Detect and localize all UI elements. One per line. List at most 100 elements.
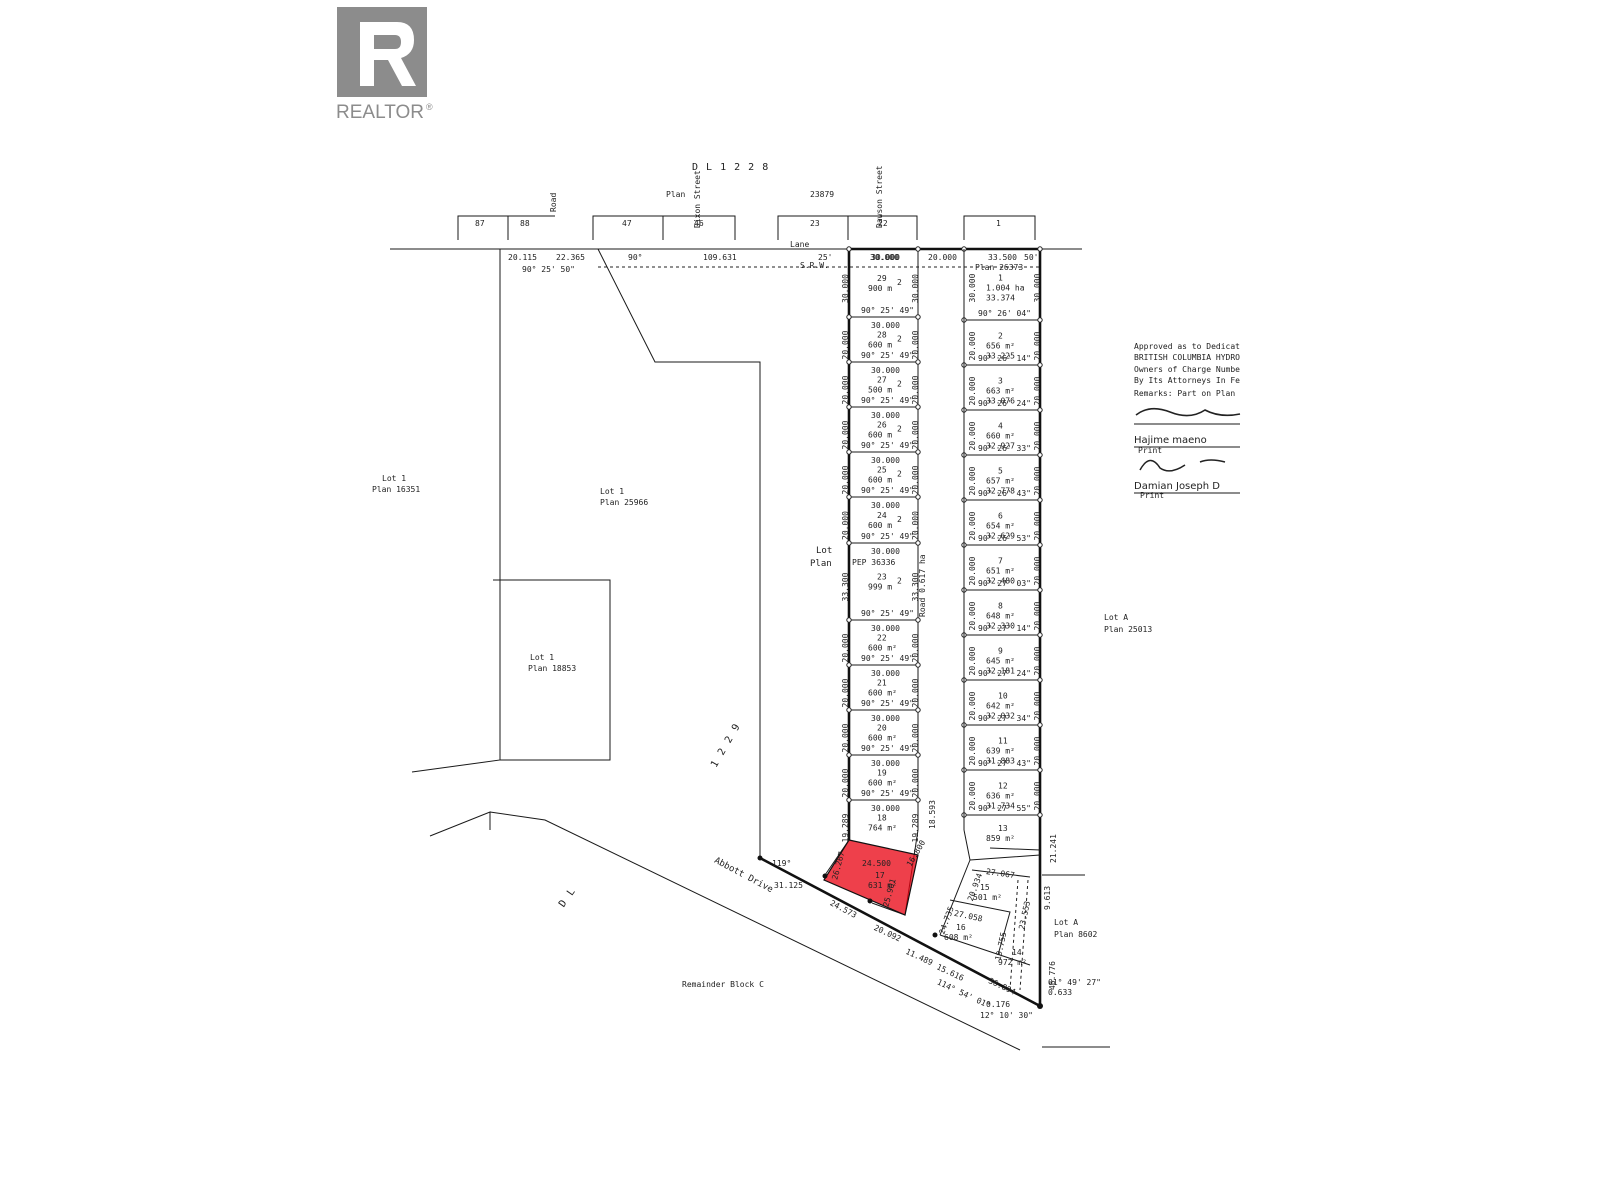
lot-1-area: 1.004 ha [986,284,1025,293]
lot-11-number: 11 [998,737,1008,746]
lot-9-depth: 32.181 [986,667,1015,676]
lot-20-number: 20 [877,724,887,733]
lot-22-side-dim: 20.000 [841,633,850,662]
dim-0176: 0.176 [986,1000,1010,1009]
approval-line-2: BRITISH COLUMBIA HYDRO [1134,353,1240,362]
dim-24735: 24.735 [937,905,955,935]
lotA-plan8602-line2: Plan 8602 [1054,930,1098,939]
lot-12-number: 12 [998,782,1008,791]
lot-24-area-sup: 2 [897,515,902,524]
lot-10-area: 642 m² [986,702,1015,711]
lot-plan-label-1: Lot [816,546,832,556]
lot-12-side-dim: 20.000 [968,781,977,810]
lot1-plan25966-line1: Lot 1 [600,487,624,496]
angle-114: 114° 54' 01" [936,978,992,1011]
lot-7-bearing: 90° 27' 03" [978,579,1031,588]
dim-21241: 21.241 [1049,834,1058,863]
survey-marker [1037,452,1043,458]
lot-24-bearing: 90° 25' 49" [861,532,914,541]
lot-10-bearing: 90° 27' 34" [978,714,1031,723]
lot-27-bearing: 90° 25' 49" [861,396,914,405]
lot-6-number: 6 [998,512,1003,521]
lot-6-bearing: 90° 26' 53" [978,534,1031,543]
highlighted-lot-17[interactable] [823,839,919,916]
lot-23-area-sup: 2 [897,577,902,586]
lot-24-number: 24 [877,511,887,520]
lot-21-number: 21 [877,679,887,688]
lot-7-area: 651 m² [986,567,1015,576]
lot-18-side-dim-east: 19.289 [911,813,920,842]
lot-5-side-dim: 20.000 [968,466,977,495]
lot-3-area: 663 m² [986,387,1015,396]
lot-28-area: 600 m [868,341,892,350]
lot-25-area: 600 m [868,476,892,485]
lot-18-area: 764 m² [868,824,897,833]
survey-marker [915,707,921,713]
road-0617ha-label: Road 0.617 ha [918,554,927,617]
lot-2-bearing: 90° 26' 14" [978,354,1031,363]
lot-10-number: 10 [998,692,1008,701]
registered-mark: ® [426,102,433,112]
lot-2-depth: 33.225 [986,352,1015,361]
survey-marker [915,540,921,546]
lot-27-frontage: 30.000 [871,366,900,375]
lot-13-number: 13 [998,824,1008,833]
realtor-logo[interactable]: REALTOR ® [336,7,433,123]
lot-18-number: 18 [877,814,887,823]
survey-marker [846,797,852,803]
lot-5-depth: 32.778 [986,487,1015,496]
lot-28-frontage: 30.000 [871,321,900,330]
lot-29-bearing: 90° 25' 49" [861,306,914,315]
survey-marker [1037,246,1043,252]
angle-90: 90° [628,253,642,262]
dim-18593: 18.593 [928,800,937,829]
top-lot-88: 88 [520,219,530,228]
dim-109631: 109.631 [703,253,737,262]
top-lot-1: 1 [996,219,1001,228]
lot-4-area: 660 m² [986,432,1015,441]
lotA-plan25013-line1: Lot A [1104,613,1128,622]
srw-label: S.R.W. [800,261,829,270]
lot-8-number: 8 [998,602,1003,611]
dawson-street-label: Dawson Street [875,165,884,228]
lot-3-depth: 33.076 [986,397,1015,406]
lot15-number: 15 [980,883,990,892]
survey-marker [846,617,852,623]
survey-marker [846,404,852,410]
survey-marker [1037,407,1043,413]
lot-27-side-dim-east: 20.000 [911,375,920,404]
dim-20000-top: 20.000 [928,253,957,262]
lot-13-area: 859 m² [986,834,1015,843]
dim-22365: 22.365 [556,253,585,262]
lot-10-side-dim: 20.000 [968,691,977,720]
lot-27-area: 500 m [868,386,892,395]
lot-27-side-dim: 20.000 [841,375,850,404]
dim-25ft: 25' [818,253,832,262]
lot-24-frontage: 30.000 [871,501,900,510]
survey-marker [846,752,852,758]
lower-lots: 17 631 m² 24.500 25.901 24.573 26.267 15… [757,800,1101,1020]
lot-23-side-dim: 33.300 [841,572,850,601]
lot-25-bearing: 90° 25' 49" [861,486,914,495]
dim-0633: 0.633 [1048,988,1072,997]
survey-marker [915,314,921,320]
lot-9-bearing: 90° 27' 24" [978,669,1031,678]
lot-29-frontage: 30.000 [871,253,900,262]
survey-marker [846,707,852,713]
lot-19-number: 19 [877,769,887,778]
lot-10-depth: 32.032 [986,712,1015,721]
approval-line-4: By Its Attorneys In Fe [1134,376,1240,385]
lot17-number: 17 [875,871,885,880]
top-lot-87: 87 [475,219,485,228]
survey-marker [1037,722,1043,728]
lot-12-depth: 31.734 [986,802,1015,811]
lot-5-area: 657 m² [986,477,1015,486]
signer-1-name: Hajime maeno [1134,435,1207,446]
dim-27067: 27.067 [985,867,1015,880]
lot-28-side-dim: 20.000 [841,330,850,359]
road-top-label: Road [549,193,558,212]
survey-marker [915,617,921,623]
lot-7-number: 7 [998,557,1003,566]
top-lot-47: 47 [622,219,632,228]
lot-21-bearing: 90° 25' 49" [861,699,914,708]
